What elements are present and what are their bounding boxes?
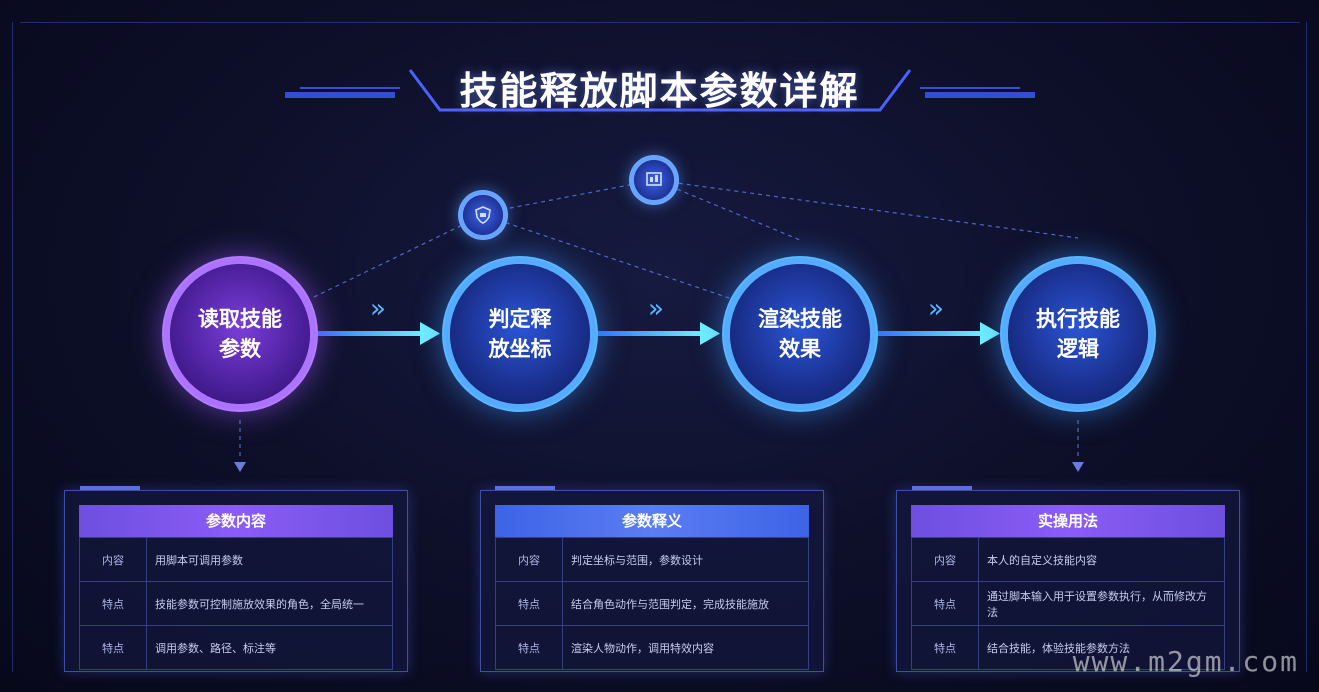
node-2-line2: 放坐标	[488, 337, 552, 361]
panel-2-heading: 参数释义	[495, 505, 809, 537]
down-arrow-right	[1072, 462, 1084, 472]
title-block: 技能释放脚本参数详解	[0, 40, 1319, 120]
node-3-line2: 效果	[779, 337, 821, 361]
table-row: 特点 结合角色动作与范围判定，完成技能施放	[495, 581, 809, 626]
node-read-params: 读取技能 参数	[170, 264, 310, 404]
node-judge-coords: 判定释 放坐标	[450, 264, 590, 404]
panel-1-heading: 参数内容	[79, 505, 393, 537]
row-key: 特点	[911, 625, 979, 670]
table-row: 内容 用脚本可调用参数	[79, 537, 393, 582]
node-execute-logic: 执行技能 逻辑	[1008, 264, 1148, 404]
chevron-glyph-1: »	[370, 294, 386, 324]
row-value: 用脚本可调用参数	[146, 537, 393, 582]
table-row: 特点 通过脚本输入用于设置参数执行，从而修改方法	[911, 581, 1225, 626]
page-title: 技能释放脚本参数详解	[459, 69, 860, 113]
table-row: 特点 渲染人物动作，调用特效内容	[495, 625, 809, 670]
title-bracket	[300, 69, 1020, 112]
chart-icon	[646, 172, 662, 186]
table-row: 特点 调用参数、路径、标注等	[79, 625, 393, 670]
panel-2-table: 内容 判定坐标与范围，参数设计 特点 结合角色动作与范围判定，完成技能施放 特点…	[495, 537, 809, 670]
panel-3-heading: 实操用法	[911, 505, 1225, 537]
row-key: 特点	[79, 625, 147, 670]
table-row: 特点 结合技能，体验技能参数方法	[911, 625, 1225, 670]
row-key: 特点	[79, 581, 147, 626]
panel-param-meaning: 参数释义 内容 判定坐标与范围，参数设计 特点 结合角色动作与范围判定，完成技能…	[480, 490, 824, 672]
title-stripes	[285, 92, 1035, 98]
row-key: 特点	[911, 581, 979, 626]
row-key: 内容	[911, 537, 979, 582]
row-key: 内容	[495, 537, 563, 582]
chevron-glyph-3: »	[928, 294, 944, 324]
row-value: 本人的自定义技能内容	[978, 537, 1225, 582]
row-value: 结合技能，体验技能参数方法	[978, 625, 1225, 670]
flow-arrow-1	[312, 322, 440, 345]
row-value: 技能参数可控制施放效果的角色，全局统一	[146, 581, 393, 626]
row-key: 特点	[495, 581, 563, 626]
watermark-text: www.m2gm.com	[1072, 645, 1299, 678]
row-value: 通过脚本输入用于设置参数执行，从而修改方法	[978, 581, 1225, 626]
row-value: 判定坐标与范围，参数设计	[562, 537, 809, 582]
table-row: 特点 技能参数可控制施放效果的角色，全局统一	[79, 581, 393, 626]
shield-icon-node	[463, 195, 503, 235]
down-arrow-left	[234, 462, 246, 472]
table-row: 内容 本人的自定义技能内容	[911, 537, 1225, 582]
panel-param-content: 参数内容 内容 用脚本可调用参数 特点 技能参数可控制施放效果的角色，全局统一 …	[64, 490, 408, 672]
frame-left-line	[12, 22, 13, 672]
node-4-line1: 执行技能	[1036, 307, 1120, 331]
row-key: 特点	[495, 625, 563, 670]
dash-line-1	[311, 214, 484, 299]
row-value: 调用参数、路径、标注等	[146, 625, 393, 670]
node-1-line2: 参数	[219, 337, 261, 361]
dash-line-5	[654, 179, 1079, 239]
shield-icon	[475, 206, 491, 224]
dash-line-4	[654, 179, 801, 241]
panel-practical-usage: 实操用法 内容 本人的自定义技能内容 特点 通过脚本输入用于设置参数执行，从而修…	[896, 490, 1240, 672]
node-1-line1: 读取技能	[198, 307, 282, 331]
dash-line-3	[499, 179, 656, 211]
node-4-line2: 逻辑	[1057, 337, 1099, 361]
frame-top-line	[20, 22, 1300, 23]
table-row: 内容 判定坐标与范围，参数设计	[495, 537, 809, 582]
flow-arrow-2	[592, 322, 720, 345]
row-key: 内容	[79, 537, 147, 582]
frame-right-line	[1306, 22, 1307, 672]
chevron-glyph-2: »	[648, 294, 664, 324]
panel-3-table: 内容 本人的自定义技能内容 特点 通过脚本输入用于设置参数执行，从而修改方法 特…	[911, 537, 1225, 670]
panel-1-table: 内容 用脚本可调用参数 特点 技能参数可控制施放效果的角色，全局统一 特点 调用…	[79, 537, 393, 670]
node-3-line1: 渲染技能	[758, 307, 842, 331]
node-2-line1: 判定释	[488, 307, 552, 331]
flow-arrow-3	[872, 322, 1000, 345]
row-value: 结合角色动作与范围判定，完成技能施放	[562, 581, 809, 626]
node-render-effects: 渲染技能 效果	[730, 264, 870, 404]
row-value: 渲染人物动作，调用特效内容	[562, 625, 809, 670]
chart-icon-node	[634, 160, 674, 200]
